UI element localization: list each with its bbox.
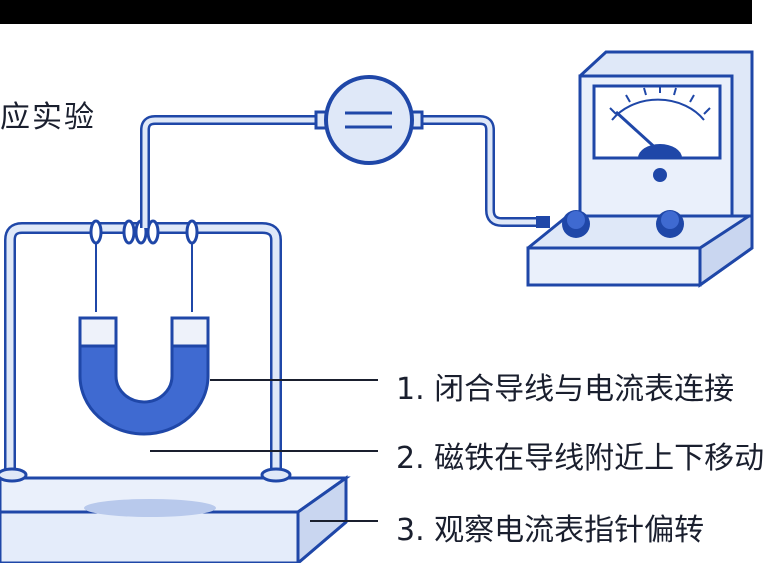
leader-lines — [150, 379, 378, 522]
galvanometer — [526, 50, 754, 288]
magnet-strings — [95, 243, 193, 312]
wire-stand — [0, 222, 292, 483]
step-3-label: 3. 观察电流表指针偏转 — [396, 513, 705, 548]
top-black-bar — [0, 0, 752, 24]
base-platform — [0, 475, 351, 563]
diagram-illustration — [0, 50, 754, 563]
connecting-wire — [140, 115, 538, 228]
page-title: 应实验 — [0, 100, 96, 135]
horseshoe-magnet — [78, 316, 210, 436]
step-1-label: 1. 闭合导线与电流表连接 — [396, 372, 735, 407]
bulb-component — [314, 75, 424, 165]
step-2-label: 2. 磁铁在导线附近上下移动 — [396, 441, 764, 476]
